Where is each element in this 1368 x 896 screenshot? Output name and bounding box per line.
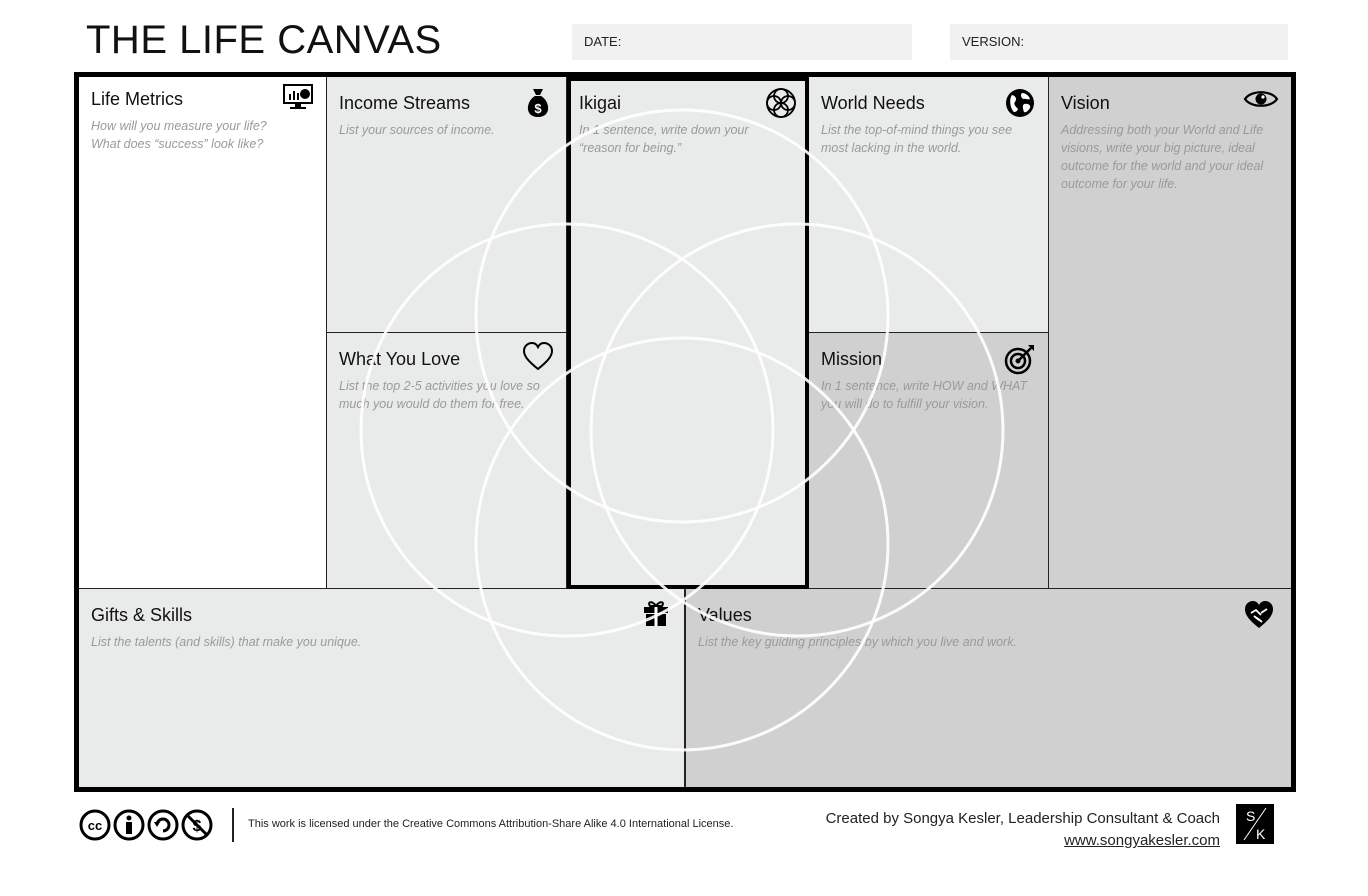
eye-icon [1243, 91, 1279, 107]
target-icon [1004, 345, 1034, 375]
section-life-metrics[interactable]: Life Metrics How will you measure your l… [79, 77, 327, 589]
credit-block: Created by Songya Kesler, Leadership Con… [826, 808, 1220, 852]
section-hint: List the top 2-5 activities you love so … [339, 379, 540, 411]
section-gifts-skills[interactable]: Gifts & Skills List the talents (and ski… [79, 589, 685, 787]
section-hint: Addressing both your World and Life visi… [1061, 123, 1264, 191]
svg-text:S: S [1246, 808, 1255, 824]
footer-divider [232, 808, 234, 842]
section-hint: How will you measure your life? What doe… [91, 119, 267, 151]
section-title: Vision [1061, 93, 1110, 113]
section-what-you-love[interactable]: What You Love List the top 2-5 activitie… [327, 333, 567, 589]
flower-icon [766, 88, 796, 118]
section-mission[interactable]: Mission In 1 sentence, write HOW and WHA… [809, 333, 1049, 589]
version-field[interactable]: VERSION: [950, 24, 1288, 60]
website-link[interactable]: www.songyakesler.com [1064, 832, 1220, 849]
section-title: World Needs [821, 93, 925, 113]
sk-logo: S K [1236, 804, 1274, 844]
life-canvas-grid: Life Metrics How will you measure your l… [74, 72, 1296, 792]
heart-icon [522, 341, 554, 371]
footer: cc $ This work is licensed under the Cre… [0, 800, 1368, 890]
section-world-needs[interactable]: World Needs List the top-of-mind things … [809, 77, 1049, 333]
noncommercial-icon: $ [181, 809, 213, 841]
section-hint: List the talents (and skills) that make … [91, 635, 362, 649]
cc-icon: cc [79, 809, 111, 841]
license-text: This work is licensed under the Creative… [248, 818, 734, 830]
date-field[interactable]: DATE: [572, 24, 912, 60]
credit-text: Created by Songya Kesler, Leadership Con… [825, 810, 1220, 827]
svg-text:cc: cc [88, 818, 102, 833]
svg-text:K: K [1256, 826, 1266, 842]
section-title: Ikigai [579, 93, 622, 113]
handshake-heart-icon [1245, 601, 1273, 628]
attribution-icon [113, 809, 145, 841]
section-values[interactable]: Values List the key guiding principles b… [685, 589, 1291, 787]
creative-commons-icons: cc $ [79, 809, 213, 841]
monitor-chart-icon [283, 84, 313, 109]
share-alike-icon [147, 809, 179, 841]
section-ikigai[interactable]: Ikigai In 1 sentence, write down your “r… [567, 77, 809, 589]
section-title: Gifts & Skills [91, 605, 193, 625]
page-title: THE LIFE CANVAS [86, 18, 442, 62]
globe-icon [1006, 89, 1034, 117]
section-hint: In 1 sentence, write down your “reason f… [579, 123, 749, 155]
section-hint: In 1 sentence, write HOW and WHAT you wi… [821, 379, 1028, 411]
section-title: Income Streams [339, 93, 471, 113]
section-vision[interactable]: Vision Addressing both your World and Li… [1049, 77, 1291, 589]
section-hint: List the key guiding principles by which… [698, 635, 1017, 649]
money-bag-icon: $ [527, 89, 549, 117]
section-title: Life Metrics [91, 89, 184, 109]
section-title: Values [698, 605, 752, 625]
section-hint: List the top-of-mind things you see most… [821, 123, 1013, 155]
section-hint: List your sources of income. [339, 123, 495, 137]
gift-icon [644, 601, 668, 626]
section-income-streams[interactable]: Income Streams List your sources of inco… [327, 77, 567, 333]
svg-text:$: $ [534, 101, 542, 116]
